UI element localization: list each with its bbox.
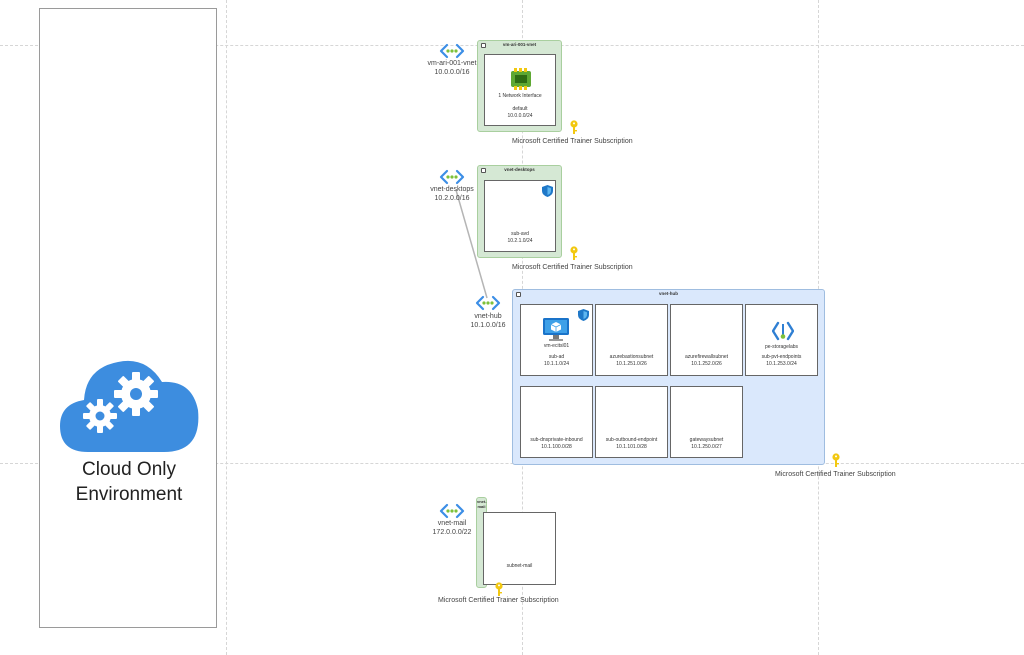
subnet-name: default <box>512 106 528 112</box>
subnet-cidr: 10.2.1.0/24 <box>507 238 533 244</box>
vnet-name: vnet-desktops <box>430 186 474 193</box>
resource-name: pe-storagelabs <box>764 344 799 350</box>
subnet-cidr: 10.1.1.0/24 <box>543 361 570 367</box>
subnet-cidr: 10.1.252.0/26 <box>691 361 722 367</box>
network-interface-icon <box>511 68 531 90</box>
resource-name: 1 Network Interface <box>498 93 542 99</box>
vnet-hub-label: vnet-hub 10.1.0.0/16 <box>448 312 528 330</box>
subnet-gatewaysubnet[interactable]: gatewaysubnet 10.1.250.0/27 <box>670 386 743 458</box>
subnet-name: subnet-mail <box>506 563 533 569</box>
vnet-header: vnet-mail <box>477 499 487 509</box>
vnet-mail-label: vnet-mail 172.0.0.0/22 <box>412 519 492 537</box>
vnet-cidr: 10.1.0.0/16 <box>470 322 506 329</box>
vnet-icon[interactable] <box>439 503 465 519</box>
vnet-header: vm-ari-001-vnet <box>478 41 561 49</box>
subnet-azurefirewallsubnet[interactable]: azurefirewallsubnet 10.1.252.0/26 <box>670 304 743 376</box>
resource-name: vm-ecitsl01 <box>543 343 570 349</box>
subnet-name: gatewaysubnet <box>689 437 724 443</box>
vnet-cidr: 172.0.0.0/22 <box>432 529 472 536</box>
subnet-default[interactable]: 1 Network Interface default 10.0.0.0/24 <box>484 54 556 126</box>
vnet-desktops-label: vnet-desktops 10.2.0.0/16 <box>412 185 492 203</box>
key-icon <box>570 246 578 260</box>
vnet-ari-container[interactable]: vm-ari-001-vnet 1 Network Interface defa… <box>477 40 562 132</box>
subnet-azurebastionsubnet[interactable]: azurebastionsubnet 10.1.251.0/26 <box>595 304 668 376</box>
vnet-name: vm-ari-001-vnet <box>427 60 477 67</box>
key-icon <box>570 120 578 134</box>
subnet-name: sub-outbound-endpoint <box>605 437 658 443</box>
vnet-header: vnet-hub <box>513 290 824 298</box>
subnet-cidr: 10.0.0.0/24 <box>507 113 533 119</box>
vnet-icon[interactable] <box>475 295 501 311</box>
subnet-cidr: 10.1.250.0/27 <box>691 444 722 450</box>
subnet-name: azurebastionsubnet <box>609 354 654 360</box>
nsg-shield-icon <box>578 309 589 321</box>
vnet-name: vnet-mail <box>437 520 467 527</box>
vnet-ari-label: vm-ari-001-vnet 10.0.0.0/16 <box>412 59 492 77</box>
vnet-cidr: 10.2.0.0/16 <box>434 195 470 202</box>
subnet-sub-outbound-endpoint[interactable]: sub-outbound-endpoint 10.1.101.0/28 <box>595 386 668 458</box>
subnet-cidr: 10.1.100.0/28 <box>541 444 572 450</box>
subnet-name: sub-dnsprivate-inbound <box>530 437 583 443</box>
page-guide-vertical <box>226 0 227 655</box>
virtual-machine-icon <box>543 318 569 341</box>
subscription-label: Microsoft Certified Trainer Subscription <box>512 138 633 145</box>
subnet-sub-dnsprivate-inbound[interactable]: sub-dnsprivate-inbound 10.1.100.0/28 <box>520 386 593 458</box>
vnet-header: vnet-desktops <box>478 166 561 174</box>
subnet-cidr: 10.1.101.0/28 <box>616 444 647 450</box>
key-icon <box>832 453 840 467</box>
subnet-cidr: 10.1.253.0/24 <box>766 361 797 367</box>
environment-panel[interactable]: Cloud Only Environment <box>39 8 217 628</box>
private-endpoint-icon <box>772 321 794 341</box>
vnet-hub-container[interactable]: vnet-hub vm-ecitsl01 sub-ad 10.1.1.0/24 … <box>512 289 825 465</box>
subnet-sub-avd[interactable]: sub-avd 10.2.1.0/24 <box>484 180 556 252</box>
cloud-gears-icon <box>60 360 199 452</box>
subscription-label: Microsoft Certified Trainer Subscription <box>512 264 633 271</box>
subnet-subnet-mail[interactable]: subnet-mail <box>483 512 556 585</box>
subnet-cidr: 10.1.251.0/26 <box>616 361 647 367</box>
environment-title-line1: Cloud Only <box>82 459 176 480</box>
subscription-label: Microsoft Certified Trainer Subscription <box>438 597 559 604</box>
environment-title-line2: Environment <box>75 484 183 505</box>
key-icon <box>495 582 503 596</box>
subnet-sub-pvt-endpoints[interactable]: pe-storagelabs sub-pvt-endpoints 10.1.25… <box>745 304 818 376</box>
subscription-label: Microsoft Certified Trainer Subscription <box>775 471 896 478</box>
nsg-shield-icon <box>542 185 553 197</box>
vnet-desktops-container[interactable]: vnet-desktops sub-avd 10.2.1.0/24 <box>477 165 562 258</box>
vnet-icon[interactable] <box>439 169 465 185</box>
subnet-name: azurefirewallsubnet <box>684 354 729 360</box>
vnet-icon[interactable] <box>439 43 465 59</box>
subnet-name: sub-ad <box>548 354 565 360</box>
vnet-cidr: 10.0.0.0/16 <box>434 69 470 76</box>
subnet-name: sub-pvt-endpoints <box>761 354 802 360</box>
environment-title: Cloud Only Environment <box>40 457 218 507</box>
subnet-name: sub-avd <box>511 231 529 237</box>
subnet-sub-ad[interactable]: vm-ecitsl01 sub-ad 10.1.1.0/24 <box>520 304 593 376</box>
vnet-name: vnet-hub <box>474 313 502 320</box>
